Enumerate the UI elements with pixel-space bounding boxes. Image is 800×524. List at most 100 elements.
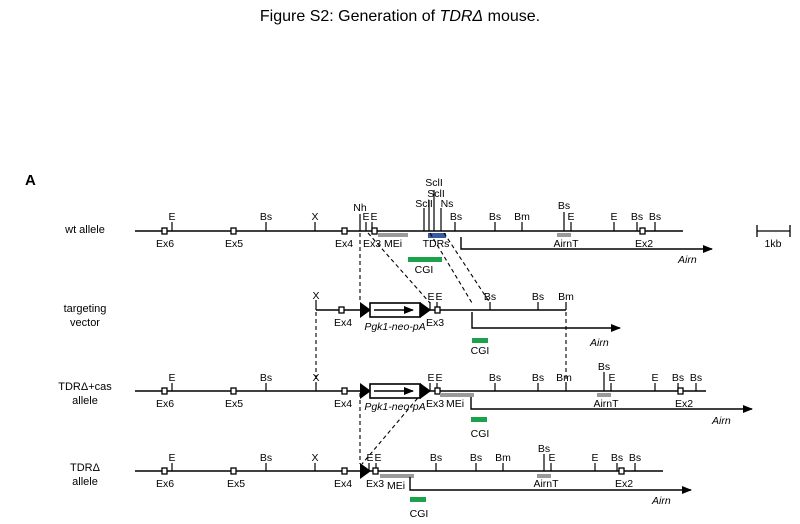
wt-exon-ex5-label: Ex5	[225, 238, 243, 250]
wt-cgi-bar	[408, 257, 442, 262]
del-site-bs1: Bs	[430, 452, 442, 464]
targeting-cgi-label: CGI	[471, 345, 490, 357]
wt-allele-label: wt allele	[65, 224, 105, 236]
wt-site-scli-3: SclI	[415, 198, 433, 210]
targeting-site-bs1: Bs	[484, 291, 496, 303]
del-site-e0: E	[168, 452, 175, 464]
cas-site-e2: E	[435, 372, 442, 384]
cas-exon-ex4-label: Ex4	[334, 398, 352, 410]
wt-site-e0: E	[168, 211, 175, 223]
del-cgi-bar	[410, 497, 426, 502]
wt-site-bm: Bm	[514, 211, 530, 223]
cas-exon-ex2-label: Ex2	[675, 398, 693, 410]
panel-label: A	[25, 172, 36, 189]
wt-site-bs0: Bs	[260, 211, 272, 223]
targeting-cgi-bar	[472, 338, 488, 343]
cas-site-ticks	[171, 372, 697, 391]
cas-site-bs3: Bs	[598, 361, 610, 373]
cas-site-bs1: Bs	[489, 372, 501, 384]
targeting-exon4-box	[338, 306, 345, 314]
targeting-site-bs2: Bs	[532, 291, 544, 303]
wt-allele: Nh E E SclI SclI SclI Ns Bs Bs Bm Bs E E…	[135, 177, 713, 276]
del-mei-label: MEi	[387, 480, 405, 492]
cas-cgi-bar	[471, 417, 487, 422]
cas-airn-transcript-arrow	[470, 397, 753, 413]
targeting-site-e1: E	[427, 291, 434, 303]
wt-site-bs1: Bs	[450, 211, 462, 223]
cas-del-dashed-lines	[359, 392, 423, 465]
wt-site-e1: E	[362, 211, 369, 223]
targeting-vector: X E E Bs Bs Bm Ex4 Ex3 Pgk1-neo-pA CGI A…	[312, 290, 621, 357]
del-site-e2: E	[374, 452, 381, 464]
del-airn-transcript-arrow	[409, 477, 692, 494]
cas-airn-transcript-label: Airn	[711, 415, 731, 427]
del-site-e3: E	[548, 452, 555, 464]
scale-bar: 1kb	[756, 225, 791, 250]
targeting-airn-transcript-label: Airn	[589, 337, 609, 349]
del-site-x: X	[311, 452, 318, 464]
del-site-bs2: Bs	[470, 452, 482, 464]
del-site-ticks	[171, 454, 636, 471]
wt-cgi-label: CGI	[415, 264, 434, 276]
del-allele: E Bs X E E Bs Bs Bm Bs E E Bs Bs Ex6 Ex5…	[135, 443, 692, 520]
wt-site-scli-2: SclI	[427, 188, 445, 200]
cas-site-bs4: Bs	[672, 372, 684, 384]
del-site-bs3: Bs	[538, 443, 550, 455]
del-airnt-bar	[537, 474, 551, 478]
cas-airnt-label: AirnT	[593, 398, 619, 410]
cas-airnt-bar	[597, 393, 611, 397]
cas-cgi-label: CGI	[471, 428, 490, 440]
targeting-exon3-box	[434, 306, 441, 314]
wt-site-ticks	[171, 190, 656, 231]
wt-mei-label: MEi	[384, 238, 402, 250]
wt-exon-ex6-label: Ex6	[156, 238, 174, 250]
del-cgi-label: CGI	[410, 508, 429, 520]
del-site-e1: E	[366, 452, 373, 464]
cas-exon-ex5-label: Ex5	[225, 398, 243, 410]
wt-site-bs4: Bs	[631, 211, 643, 223]
wt-site-bs3: Bs	[558, 200, 570, 212]
del-site-e4: E	[591, 452, 598, 464]
del-site-bm: Bm	[495, 452, 511, 464]
cas-site-e4: E	[651, 372, 658, 384]
wt-site-bs2: Bs	[489, 211, 501, 223]
wt-exon-ex3-label: Ex3	[363, 238, 381, 250]
wt-tdrs-label: TDRs	[423, 238, 450, 250]
targeting-cassette-label: Pgk1-neo-pA	[364, 321, 425, 333]
del-exon-ex2-label: Ex2	[615, 478, 633, 490]
wt-site-e2: E	[370, 211, 377, 223]
del-site-bs5: Bs	[629, 452, 641, 464]
targeting-site-bm: Bm	[558, 291, 574, 303]
del-airn-transcript-label: Airn	[651, 495, 671, 507]
wt-airnt-label: AirnT	[553, 238, 579, 250]
targeting-site-x: X	[312, 290, 319, 302]
cas-exon-ex3-label: Ex3	[426, 398, 444, 410]
wt-site-e4: E	[610, 211, 617, 223]
cas-site-e1: E	[427, 372, 434, 384]
cas-site-bs0: Bs	[260, 372, 272, 384]
targeting-site-e2: E	[435, 291, 442, 303]
wt-site-bs5: Bs	[649, 211, 661, 223]
wt-site-nh: Nh	[353, 202, 367, 214]
wt-tdrs-bar	[428, 233, 446, 238]
cas-cassette-label: Pgk1-neo-pA	[364, 401, 425, 413]
del-exon-boxes	[161, 467, 625, 475]
wt-exon-ex2-label: Ex2	[635, 238, 653, 250]
del-site-bs0: Bs	[260, 452, 272, 464]
wt-site-scli-1: SclI	[425, 177, 443, 189]
scale-bar-label: 1kb	[765, 238, 782, 250]
figure-title: Figure S2: Generation of TDRΔ mouse.	[259, 8, 541, 25]
cas-exon-boxes	[161, 387, 684, 395]
wt-exon-ex4-label: Ex4	[335, 238, 353, 250]
del-loxp-triangle	[360, 463, 371, 479]
cas-site-bs5: Bs	[690, 372, 702, 384]
wt-targeting-dashed-lines	[359, 232, 491, 304]
cas-site-x: X	[312, 372, 319, 384]
wt-site-e3: E	[567, 211, 574, 223]
targeting-neo-cassette	[360, 302, 431, 318]
del-exon-ex5-label: Ex5	[227, 478, 245, 490]
del-exon-ex6-label: Ex6	[156, 478, 174, 490]
